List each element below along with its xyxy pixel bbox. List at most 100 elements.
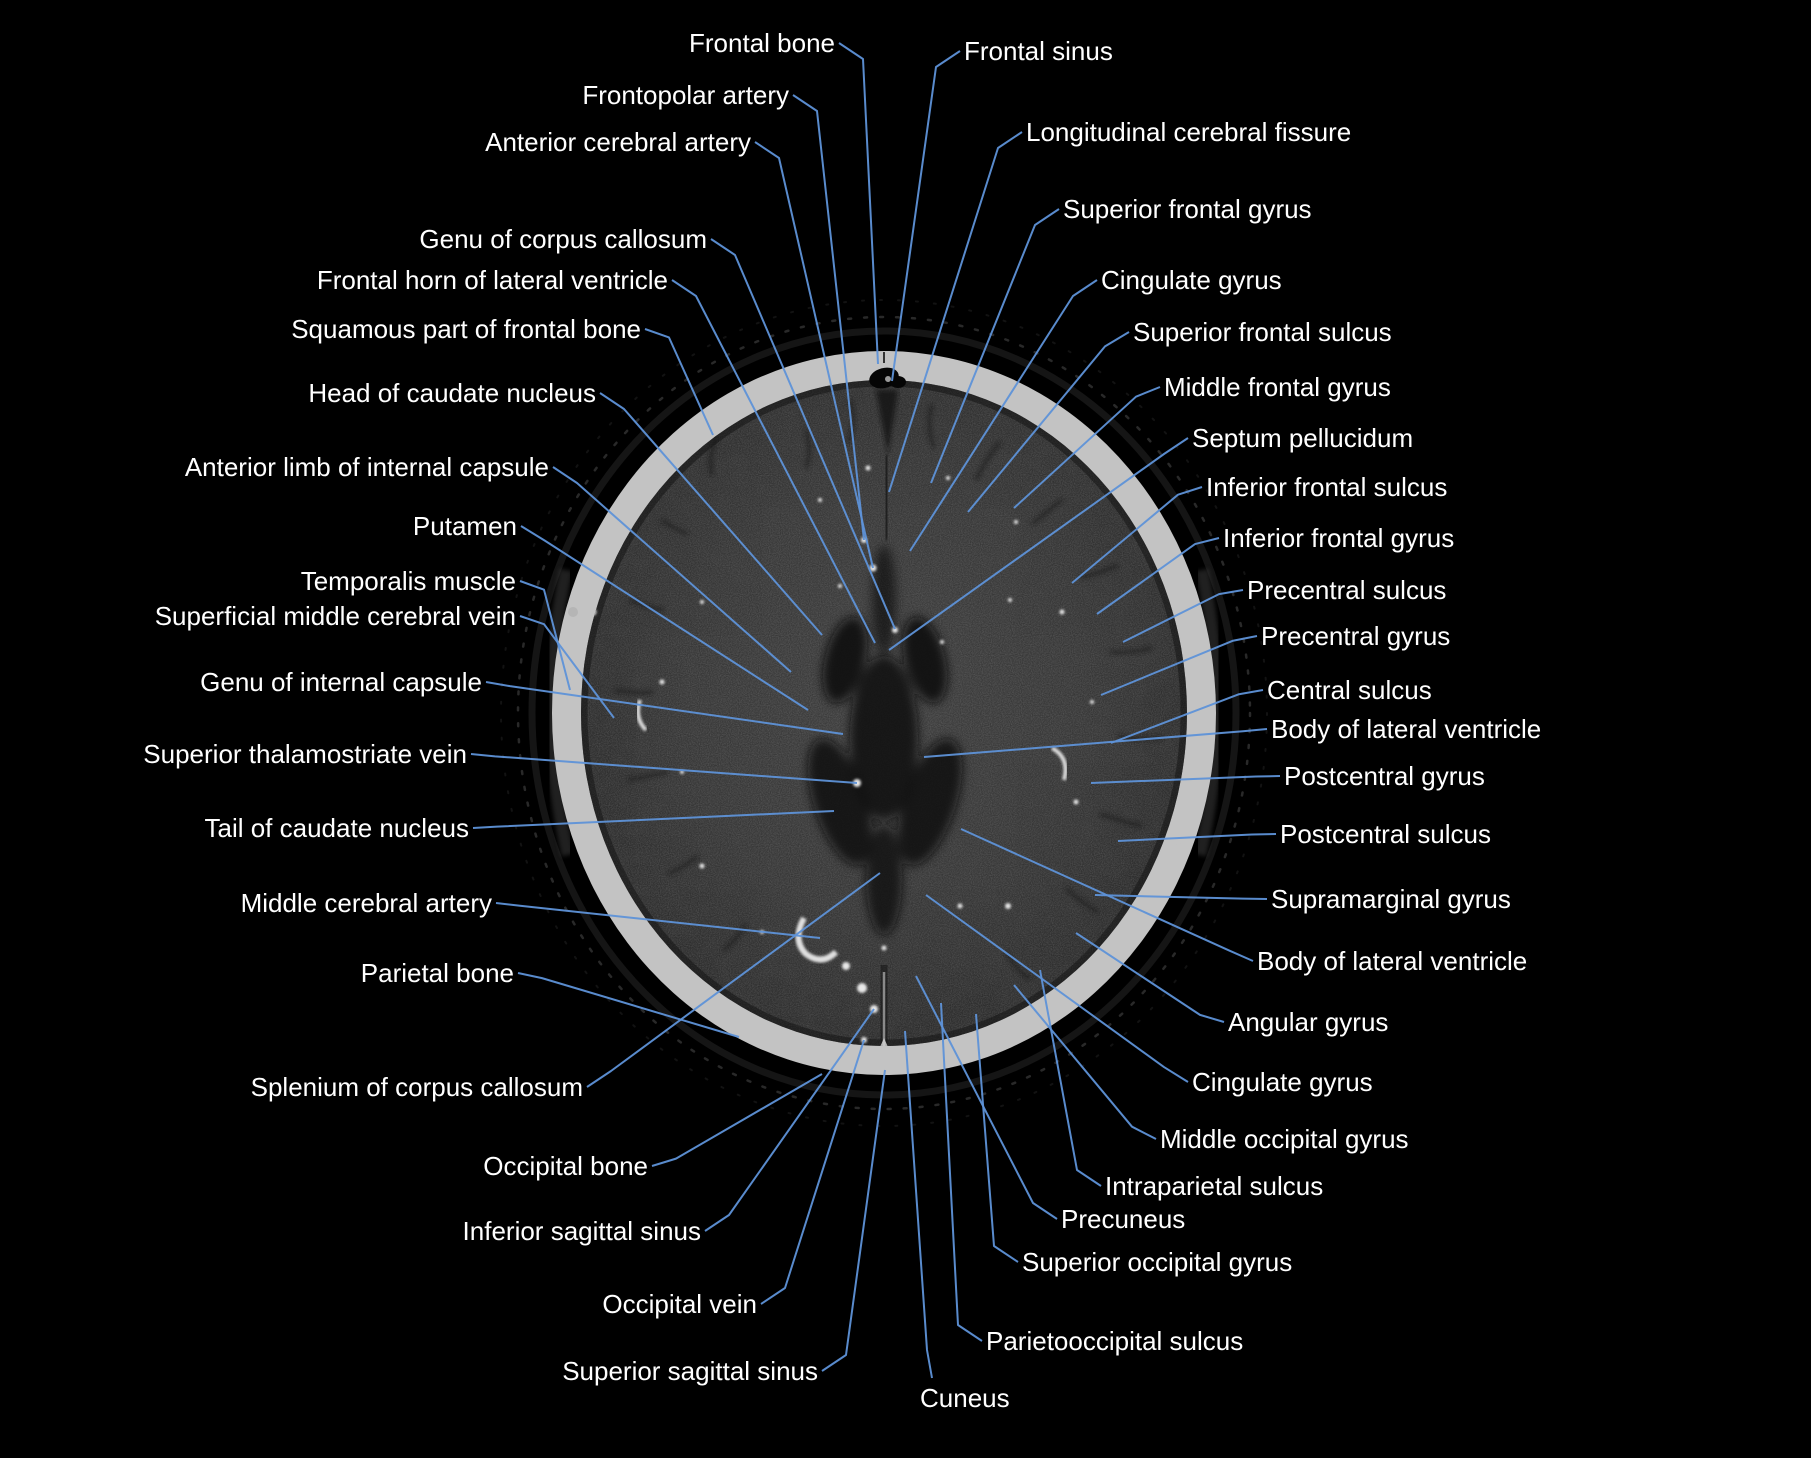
scalp-dotted-line-outer (500, 299, 1268, 1127)
label-inferior-frontal-sulcus: Inferior frontal sulcus (1206, 472, 1448, 502)
leader-postcentral-sulcus (1117, 833, 1277, 842)
label-squamous-part-of-frontal-bone: Squamous part of frontal bone (291, 314, 641, 344)
label-precentral-sulcus: Precentral sulcus (1247, 575, 1447, 605)
leader-inferior-sagittal-sinus (704, 1008, 875, 1232)
label-central-sulcus: Central sulcus (1267, 675, 1432, 705)
label-occipital-vein: Occipital vein (602, 1289, 757, 1319)
label-putamen: Putamen (412, 511, 517, 541)
label-intraparietal-sulcus: Intraparietal sulcus (1105, 1171, 1324, 1201)
leader-precentral-sulcus (1122, 589, 1244, 643)
label-frontopolar-artery: Frontopolar artery (582, 80, 789, 110)
leader-putamen (520, 525, 809, 711)
label-frontal-horn-of-lateral-ventricle: Frontal horn of lateral ventricle (316, 265, 668, 295)
leader-frontopolar-artery (792, 94, 865, 541)
temporalis-right (1193, 568, 1223, 857)
leader-tail-of-caudate-nucleus (472, 810, 835, 829)
label-body-of-lateral-ventricle-2: Body of lateral ventricle (1257, 946, 1528, 976)
label-superior-occipital-gyrus: Superior occipital gyrus (1022, 1247, 1293, 1277)
leader-angular-gyrus (1075, 932, 1225, 1023)
leader-body-of-lateral-ventricle (923, 728, 1268, 758)
leader-genu-of-corpus-callosum (710, 238, 896, 630)
leader-occipital-vein (760, 1039, 865, 1305)
label-body-of-lateral-ventricle: Body of lateral ventricle (1271, 714, 1542, 744)
label-postcentral-gyrus: Postcentral gyrus (1284, 761, 1485, 791)
leader-head-of-caudate-nucleus (599, 392, 823, 636)
leader-cuneus (904, 1030, 933, 1379)
brain-detail (581, 380, 1187, 1046)
label-cingulate-gyrus-2: Cingulate gyrus (1192, 1067, 1373, 1097)
leader-middle-frontal-gyrus (1013, 386, 1161, 509)
leader-inferior-frontal-sulcus (1071, 486, 1203, 584)
label-superior-frontal-gyrus: Superior frontal gyrus (1063, 194, 1312, 224)
leader-precentral-gyrus (1100, 635, 1258, 696)
label-superficial-middle-cerebral-vein: Superficial middle cerebral vein (154, 601, 516, 631)
leader-cingulate-gyrus (909, 279, 1098, 552)
leader-inferior-frontal-gyrus (1096, 537, 1220, 615)
leader-frontal-sinus (891, 50, 961, 382)
label-frontal-bone: Frontal bone (689, 28, 835, 58)
leader-superior-frontal-gyrus (930, 208, 1060, 484)
middle-cerebral-artery-vessel (795, 916, 839, 963)
label-anterior-cerebral-artery: Anterior cerebral artery (485, 127, 751, 157)
label-middle-cerebral-artery: Middle cerebral artery (240, 888, 492, 918)
leader-middle-occipital-gyrus (1013, 984, 1157, 1140)
label-cingulate-gyrus: Cingulate gyrus (1101, 265, 1282, 295)
leader-longitudinal-cerebral-fissure (888, 131, 1023, 493)
label-longitudinal-cerebral-fissure: Longitudinal cerebral fissure (1026, 117, 1352, 147)
label-angular-gyrus: Angular gyrus (1228, 1007, 1389, 1037)
label-genu-of-internal-capsule: Genu of internal capsule (200, 667, 482, 697)
label-parietooccipital-sulcus: Parietooccipital sulcus (986, 1326, 1244, 1356)
label-temporalis-muscle: Temporalis muscle (300, 566, 516, 596)
leader-temporalis-muscle (519, 580, 571, 691)
label-middle-occipital-gyrus: Middle occipital gyrus (1160, 1124, 1409, 1154)
label-inferior-frontal-gyrus: Inferior frontal gyrus (1223, 523, 1455, 553)
label-postcentral-sulcus: Postcentral sulcus (1280, 819, 1491, 849)
label-inferior-sagittal-sinus: Inferior sagittal sinus (462, 1216, 701, 1246)
label-cuneus: Cuneus (920, 1383, 1010, 1413)
leader-superior-occipital-gyrus (975, 1013, 1019, 1263)
label-head-of-caudate-nucleus: Head of caudate nucleus (308, 378, 596, 408)
leader-parietal-bone (517, 972, 740, 1038)
label-splenium-of-corpus-callosum: Splenium of corpus callosum (250, 1072, 583, 1102)
leader-frontal-bone (838, 42, 879, 365)
leader-genu-of-internal-capsule (485, 681, 844, 735)
scalp-band (528, 327, 1240, 1099)
label-precentral-gyrus: Precentral gyrus (1261, 621, 1451, 651)
leader-squamous-part-of-frontal-bone (644, 328, 714, 436)
lateral-ventricles (807, 545, 963, 935)
scalp-dotted-line (516, 315, 1252, 1111)
leader-superior-thalamostriate-vein (470, 753, 858, 784)
leader-superior-frontal-sulcus (967, 331, 1130, 513)
longitudinal-fissure-anterior (876, 390, 898, 455)
label-middle-frontal-gyrus: Middle frontal gyrus (1164, 372, 1391, 402)
leader-cingulate-gyrus-2 (925, 894, 1189, 1083)
leader-superior-sagittal-sinus (821, 1069, 886, 1372)
label-parietal-bone: Parietal bone (360, 958, 514, 988)
label-frontal-sinus: Frontal sinus (964, 36, 1113, 66)
label-occipital-bone: Occipital bone (483, 1151, 648, 1181)
leader-supramarginal-gyrus (1094, 894, 1268, 900)
label-superior-sagittal-sinus: Superior sagittal sinus (562, 1356, 818, 1386)
leader-occipital-bone (651, 1073, 823, 1167)
label-septum-pellucidum: Septum pellucidum (1192, 423, 1414, 453)
leader-anterior-cerebral-artery (754, 141, 874, 569)
leader-central-sulcus (1110, 689, 1264, 744)
temporalis-left (545, 568, 575, 857)
label-supramarginal-gyrus: Supramarginal gyrus (1271, 884, 1511, 914)
leader-superficial-middle-cerebral-vein (519, 615, 615, 719)
frontal-sinus (869, 352, 906, 389)
skull-bump-right-2 (1179, 814, 1187, 822)
leader-frontal-horn-of-lateral-ventricle (671, 279, 876, 644)
label-precuneus: Precuneus (1061, 1204, 1186, 1234)
skull-bump-right-4 (1166, 876, 1174, 884)
leader-septum-pellucidum (888, 437, 1189, 651)
vessel-curve-left (636, 699, 648, 732)
skull-bump-left (568, 607, 578, 617)
leader-body-of-lateral-ventricle-2 (960, 828, 1254, 962)
leader-lines (470, 42, 1281, 1379)
leader-splenium-of-corpus-callosum (586, 872, 881, 1088)
label-anterior-limb-of-internal-capsule: Anterior limb of internal capsule (184, 452, 549, 482)
skull-bump-right-3 (1175, 843, 1185, 853)
leader-precuneus (915, 975, 1058, 1220)
